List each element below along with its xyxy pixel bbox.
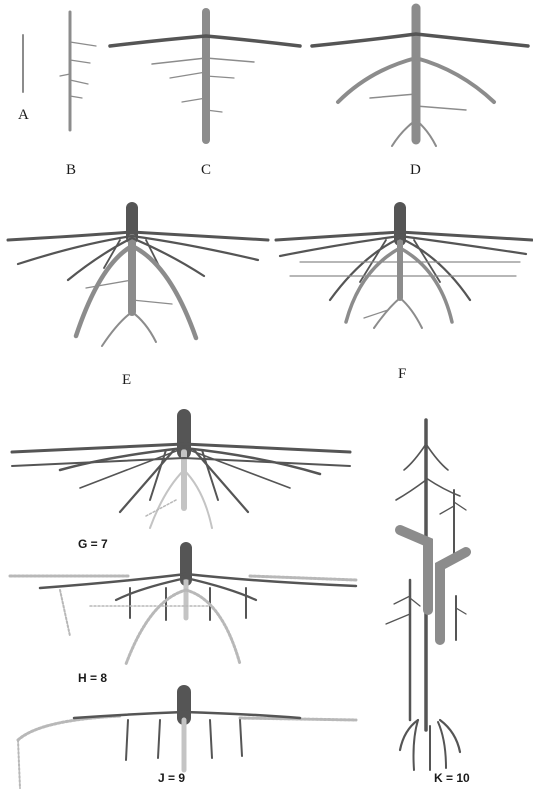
panel-j: J = 9 [18,692,356,788]
panel-f: F [276,208,532,382]
panel-d: D [312,8,528,178]
panel-b: B [60,12,96,178]
label-k: K = 10 [434,771,470,785]
panel-c: C [110,12,300,178]
panel-g: G = 7 [12,416,350,551]
label-a: A [18,107,29,123]
label-h: H = 8 [78,671,107,685]
label-f: F [398,366,406,382]
label-j: J = 9 [158,771,185,785]
label-g: G = 7 [78,537,108,551]
panel-h: H = 8 [10,548,356,685]
panel-e: E [8,208,268,388]
panel-k: K = 10 [386,420,470,785]
label-b: B [66,162,76,178]
label-c: C [201,162,211,178]
panel-a: A [18,35,29,123]
label-d: D [410,162,421,178]
label-e: E [122,372,131,388]
